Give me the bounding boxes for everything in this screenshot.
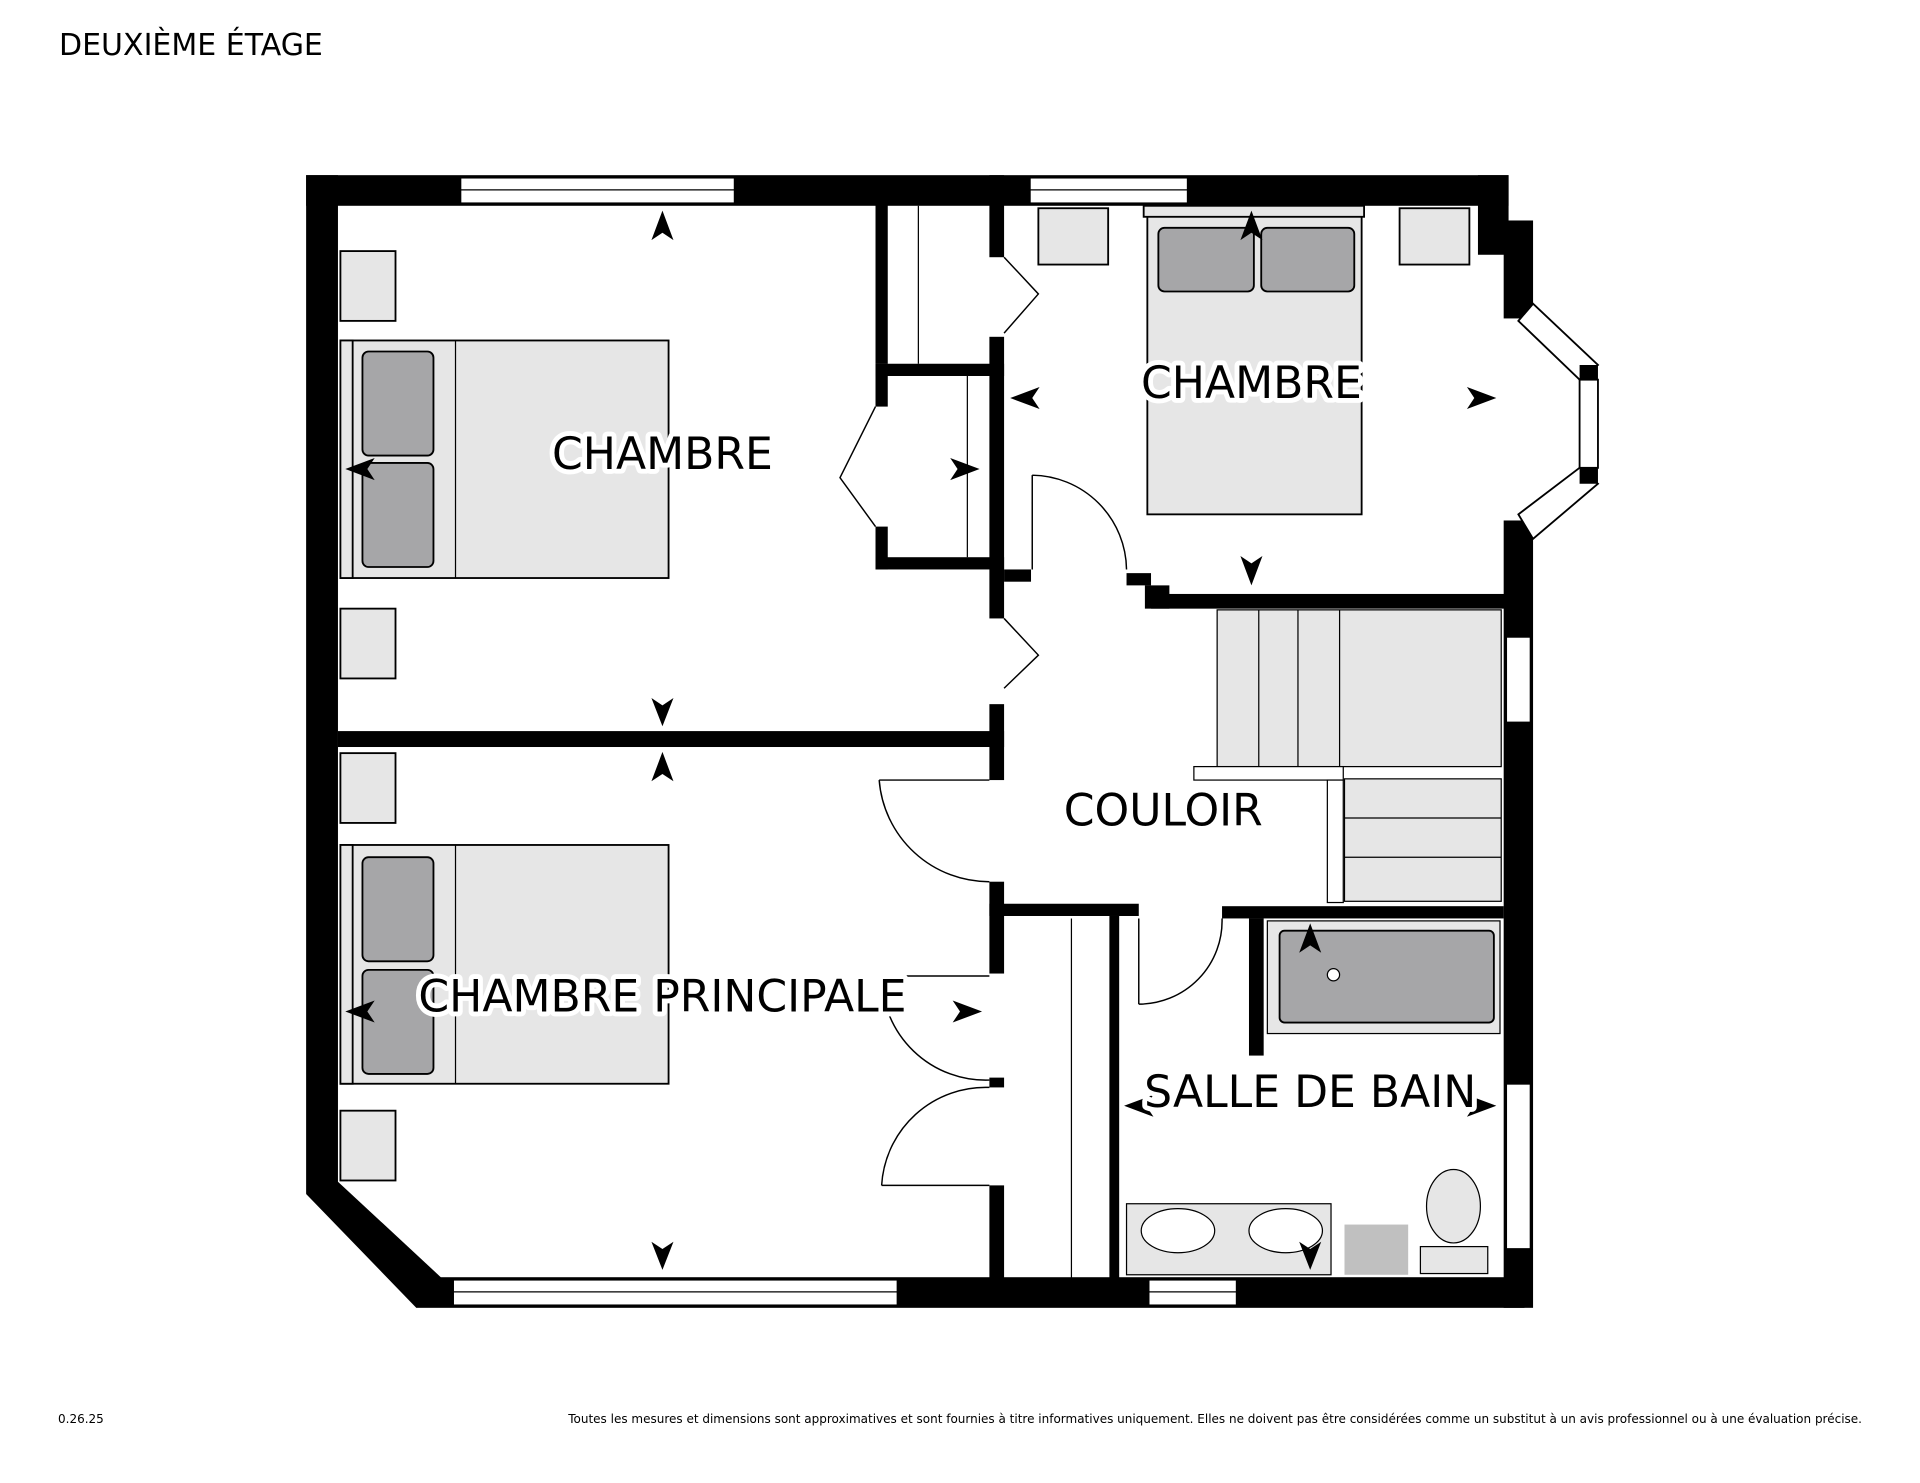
bed-right — [1142, 204, 1365, 516]
room-label-bathroom: SALLE DE BAIN — [1144, 1067, 1476, 1118]
windows — [452, 176, 1600, 1307]
version-label: 0.26.25 — [58, 1412, 104, 1426]
disclaimer: Toutes les mesures et dimensions sont ap… — [568, 1412, 1862, 1426]
bed-master — [339, 844, 670, 1085]
bathroom-fixtures — [1125, 920, 1501, 1276]
room-label-hallway: COULOIR — [1064, 785, 1263, 836]
room-label-bedroom-right: CHAMBRE — [1141, 358, 1362, 409]
interior-walls — [337, 175, 1507, 1286]
stairs — [1193, 609, 1502, 904]
floor-title: DEUXIÈME ÉTAGE — [59, 28, 323, 63]
doors — [839, 256, 1223, 1187]
bed-left — [339, 339, 670, 579]
room-label-master-bedroom: CHAMBRE PRINCIPALE — [418, 972, 906, 1023]
view-arrows — [345, 210, 1497, 1270]
room-label-bedroom-left: CHAMBRE — [552, 429, 773, 480]
nightstands — [339, 207, 1471, 1182]
